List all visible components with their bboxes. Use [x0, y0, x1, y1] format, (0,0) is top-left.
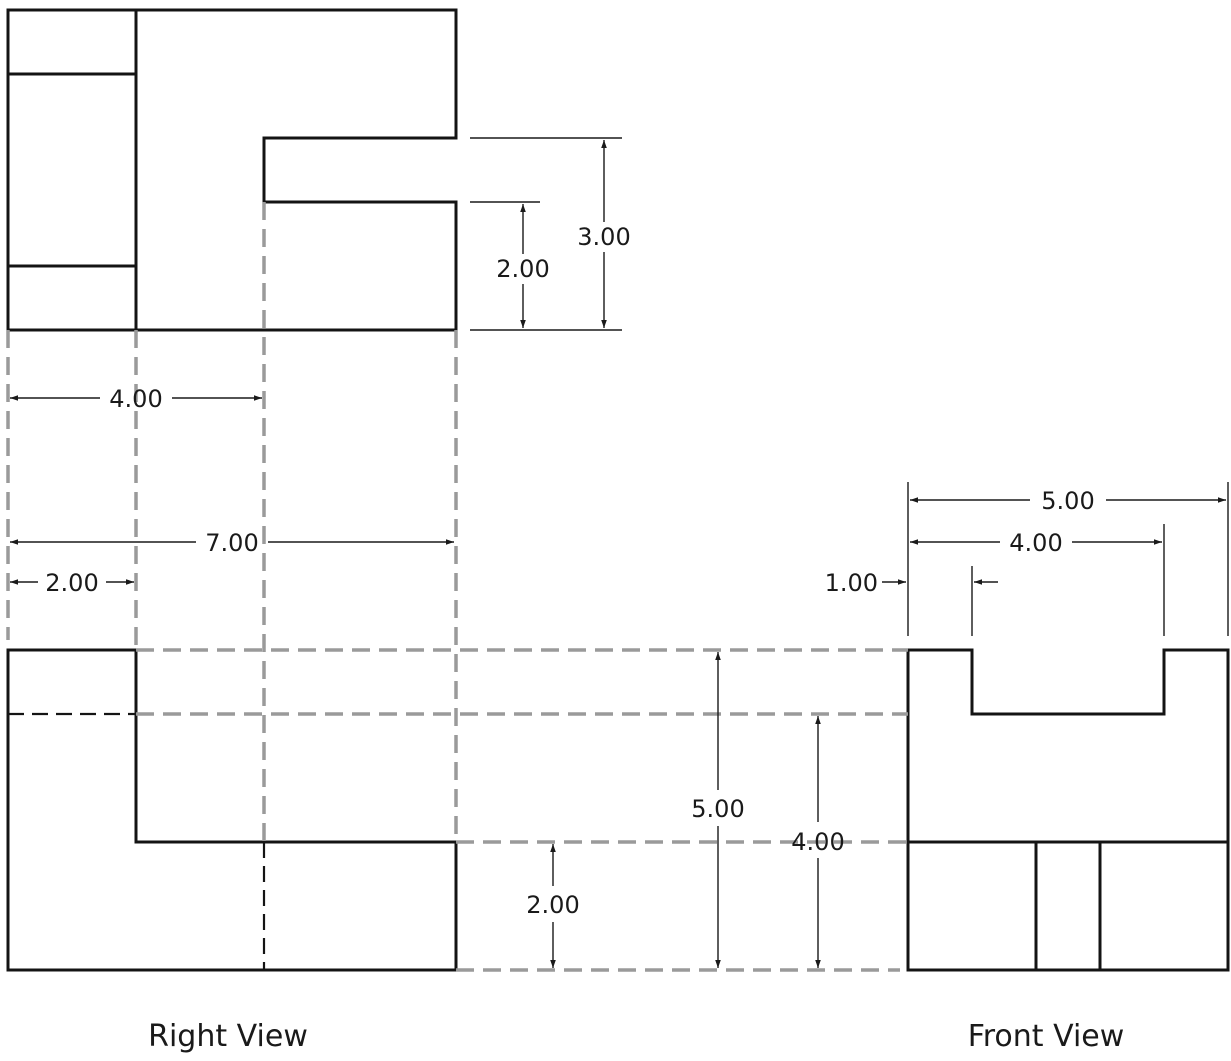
front-view-dimensions: 5.00 4.00 1.00: [825, 482, 1229, 636]
dimension-2-00-width: 2.00: [45, 569, 98, 597]
top-view: [6, 8, 458, 332]
dimension-4-00-height: 4.00: [791, 828, 844, 856]
front-view: [906, 648, 1230, 972]
dimension-4-00-front: 4.00: [1009, 529, 1062, 557]
projection-lines: [6, 202, 908, 972]
front-view-label: Front View: [968, 1019, 1125, 1054]
dimension-7-00-width: 7.00: [205, 529, 258, 557]
top-view-outline: [6, 8, 458, 332]
dimension-5-00-front: 5.00: [1041, 487, 1094, 515]
front-view-outline: [906, 648, 1230, 972]
right-view-label: Right View: [148, 1019, 308, 1054]
right-view: [6, 648, 458, 972]
dimension-3-00: 3.00: [577, 223, 630, 251]
right-view-horizontal-dimensions: 4.00 7.00 2.00: [10, 385, 454, 597]
dimension-5-00-height: 5.00: [691, 795, 744, 823]
top-view-dimensions: 3.00 2.00: [470, 137, 636, 331]
dimension-4-00-width: 4.00: [109, 385, 162, 413]
dimension-2-00-slot: 2.00: [496, 255, 549, 283]
dimension-2-00-height: 2.00: [526, 891, 579, 919]
right-view-outline: [6, 648, 458, 972]
dimension-1-00-front: 1.00: [825, 569, 878, 597]
vertical-dimensions: 5.00 4.00 2.00: [519, 652, 845, 968]
